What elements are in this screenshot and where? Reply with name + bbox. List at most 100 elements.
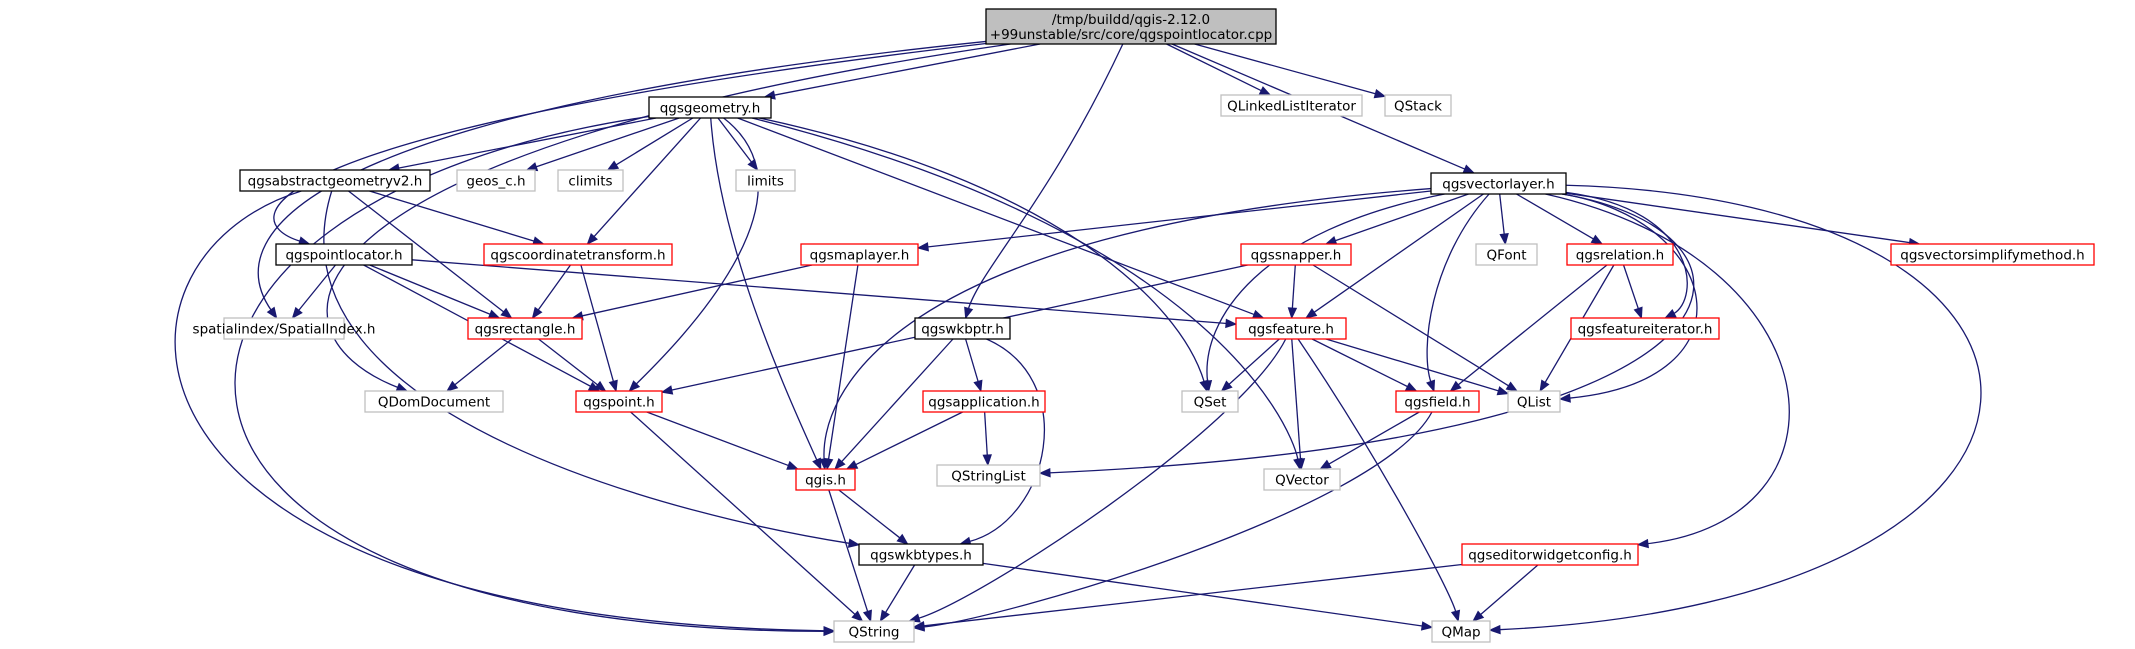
- edge-qgsrelation-to-qgsfeatureiterator: [1622, 264, 1640, 310]
- edge-qgsfeature-to-qvector: [1291, 338, 1302, 461]
- edge-qgsgeometry-to-climits: [615, 117, 694, 166]
- node-qgspointlocator[interactable]: qgspointlocator.h: [275, 243, 413, 266]
- node-qgssnapper[interactable]: qgssnapper.h: [1240, 243, 1352, 266]
- arrowhead-root-to-qdomdocument: [395, 382, 409, 392]
- edge-qgsapplication-to-qgis: [854, 411, 963, 466]
- node-label-qgsfeature: qgsfeature.h: [1248, 322, 1334, 338]
- arrowhead-qgsvectorlayer-to-qgsrelation: [1590, 234, 1604, 245]
- node-label-qmap: QMap: [1441, 625, 1480, 641]
- node-box-qgsfeature: [1235, 317, 1347, 340]
- edge-qgspointlocator-to-qgsfeature: [411, 259, 1228, 325]
- edge-qgsvectorlayer-to-qgis: [823, 187, 1432, 461]
- arrowhead-qgsapplication-to-qgis: [845, 460, 859, 470]
- edge-qgsabstractgeometryv2-to-qgscoordinatetransform: [369, 190, 536, 242]
- node-label-qgsrelation: qgsrelation.h: [1576, 248, 1664, 264]
- arrowhead-qgis-to-qstring: [862, 609, 872, 623]
- node-label-qstringlist: QStringList: [951, 469, 1026, 485]
- arrowhead-root-to-qlinkedlistiterator: [1258, 86, 1272, 96]
- edge-qgsvectorlayer-to-qgseditorwidgetconfig: [1545, 193, 1790, 545]
- node-qgsfeature[interactable]: qgsfeature.h: [1235, 317, 1347, 340]
- edge-qgsfield-to-qvector: [1327, 411, 1420, 466]
- arrowhead-qgsrectangle-to-qgspoint: [594, 380, 607, 392]
- node-qgsfield[interactable]: qgsfield.h: [1395, 390, 1480, 413]
- node-box-qgseditorwidgetconfig: [1461, 543, 1639, 566]
- arrowhead-qgsvectorlayer-to-qfont: [1499, 233, 1509, 246]
- node-qgswkbptr[interactable]: qgswkbptr.h: [914, 317, 1011, 340]
- node-qstring: QString: [833, 620, 915, 643]
- node-qgsgeometry[interactable]: qgsgeometry.h: [648, 96, 772, 119]
- node-box-qlinkedlistiterator: [1220, 94, 1363, 117]
- node-qgseditorwidgetconfig[interactable]: qgseditorwidgetconfig.h: [1461, 543, 1639, 566]
- edge-qgseditorwidgetconfig-to-qmap: [1479, 564, 1539, 616]
- arrowhead-qgis-to-qgswkbtypes: [896, 533, 909, 545]
- arrowhead-qgssnapper-to-qgspoint: [660, 385, 674, 395]
- arrowhead-qgsvectorlayer-to-qset: [1202, 380, 1213, 393]
- node-spatialindex: spatialindex/SpatialIndex.h: [193, 317, 375, 340]
- node-qlinkedlistiterator: QLinkedListIterator: [1220, 94, 1363, 117]
- node-box-qgsrectangle: [467, 317, 583, 340]
- edge-qgspointlocator-to-spatialindex: [297, 264, 336, 312]
- node-label-qfont: QFont: [1486, 248, 1526, 264]
- node-box-qgsvectorlayer: [1430, 172, 1567, 195]
- node-box-qfont: [1475, 243, 1538, 266]
- arrowhead-qgspointlocator-to-qgsrectangle: [487, 309, 501, 319]
- arrowhead-qgswkbptr-to-qgsapplication: [973, 379, 983, 393]
- arrowhead-qgswkbtypes-to-qstring: [879, 609, 890, 623]
- node-qgsmaplayer[interactable]: qgsmaplayer.h: [800, 243, 919, 266]
- node-qgsvectorlayer[interactable]: qgsvectorlayer.h: [1430, 172, 1567, 195]
- node-qgswkbtypes[interactable]: qgswkbtypes.h: [858, 543, 984, 566]
- node-box-qstringlist: [936, 464, 1041, 487]
- arrowhead-qgsgeometry-to-qgscoordinatetransform: [586, 233, 598, 246]
- node-box-qstack: [1384, 94, 1452, 117]
- arrowhead-qgssnapper-to-qgsfeature: [1287, 307, 1298, 320]
- node-root[interactable]: /tmp/buildd/qgis-2.12.0+99unstable/src/c…: [985, 8, 1277, 45]
- arrowhead-qgsabstractgeometryv2-to-qstring: [823, 626, 836, 636]
- node-label-qgsgeometry: qgsgeometry.h: [660, 101, 761, 117]
- node-qgsabstractgeometryv2[interactable]: qgsabstractgeometryv2.h: [239, 169, 431, 192]
- node-qgsvectorsimplifymethod[interactable]: qgsvectorsimplifymethod.h: [1890, 243, 2095, 266]
- node-box-spatialindex: [223, 317, 345, 340]
- node-box-qgswkbtypes: [858, 543, 984, 566]
- node-box-qgsfield: [1395, 390, 1480, 413]
- arrowhead-qgsgeometry-to-qgsfeature: [1251, 309, 1265, 319]
- node-label-qgspoint: qgspoint.h: [583, 395, 654, 411]
- node-qgsrelation[interactable]: qgsrelation.h: [1566, 243, 1674, 266]
- edge-qgsvectorlayer-to-qgsfeature: [1313, 193, 1484, 314]
- node-box-climits: [557, 169, 624, 192]
- edge-qgsgeometry-to-qgscoordinatetransform: [592, 117, 702, 238]
- node-box-root: [985, 8, 1277, 45]
- edge-qgscoordinatetransform-to-qgspoint: [580, 264, 615, 383]
- edge-root-to-qdomdocument: [326, 43, 1011, 389]
- node-qset: QSet: [1181, 390, 1239, 413]
- arrowhead-qgswkbtypes-to-qmap: [1420, 621, 1434, 631]
- edge-qgsgeometry-to-qgsfeature: [737, 117, 1256, 316]
- edge-qgssnapper-to-qlist: [1312, 264, 1510, 387]
- node-box-qvector: [1263, 468, 1341, 491]
- edge-qgsrectangle-to-qdomdocument: [453, 338, 513, 386]
- node-qgscoordinatetransform[interactable]: qgscoordinatetransform.h: [483, 243, 673, 266]
- node-qgsfeatureiterator[interactable]: qgsfeatureiterator.h: [1570, 317, 1720, 340]
- node-label-limits: limits: [747, 174, 784, 190]
- node-qstack: QStack: [1384, 94, 1452, 117]
- node-qgsrectangle[interactable]: qgsrectangle.h: [467, 317, 583, 340]
- node-qgis[interactable]: qgis.h: [795, 468, 856, 491]
- edge-qgsgeometry-to-qgis: [710, 117, 818, 462]
- node-label-qgsmaplayer: qgsmaplayer.h: [810, 248, 910, 264]
- edge-qgseditorwidgetconfig-to-qstring: [922, 563, 1463, 627]
- node-box-qgsmaplayer: [800, 243, 919, 266]
- edge-qgis-to-qgswkbtypes: [838, 489, 901, 539]
- edge-root-to-qlinkedlistiterator: [1166, 43, 1263, 92]
- node-qgspoint[interactable]: qgspoint.h: [575, 390, 663, 413]
- node-label-qgsvectorlayer: qgsvectorlayer.h: [1442, 177, 1554, 193]
- edge-qgsvectorlayer-to-qfont: [1499, 193, 1505, 236]
- node-label-qgswkbtypes: qgswkbtypes.h: [870, 548, 972, 564]
- arrowhead-qgsabstractgeometryv2-to-qgsrectangle: [500, 307, 513, 319]
- node-box-qgsfeatureiterator: [1570, 317, 1720, 340]
- node-qgsapplication[interactable]: qgsapplication.h: [922, 390, 1046, 413]
- arrowhead-qgsvectorlayer-to-qgssnapper: [1324, 236, 1338, 245]
- edge-qgsvectorlayer-to-qgssnapper: [1334, 193, 1469, 242]
- node-box-qgsabstractgeometryv2: [239, 169, 431, 192]
- arrowhead-qgspointlocator-to-spatialindex: [291, 306, 303, 320]
- arrowhead-qgsrelation-to-qlist: [1539, 379, 1550, 393]
